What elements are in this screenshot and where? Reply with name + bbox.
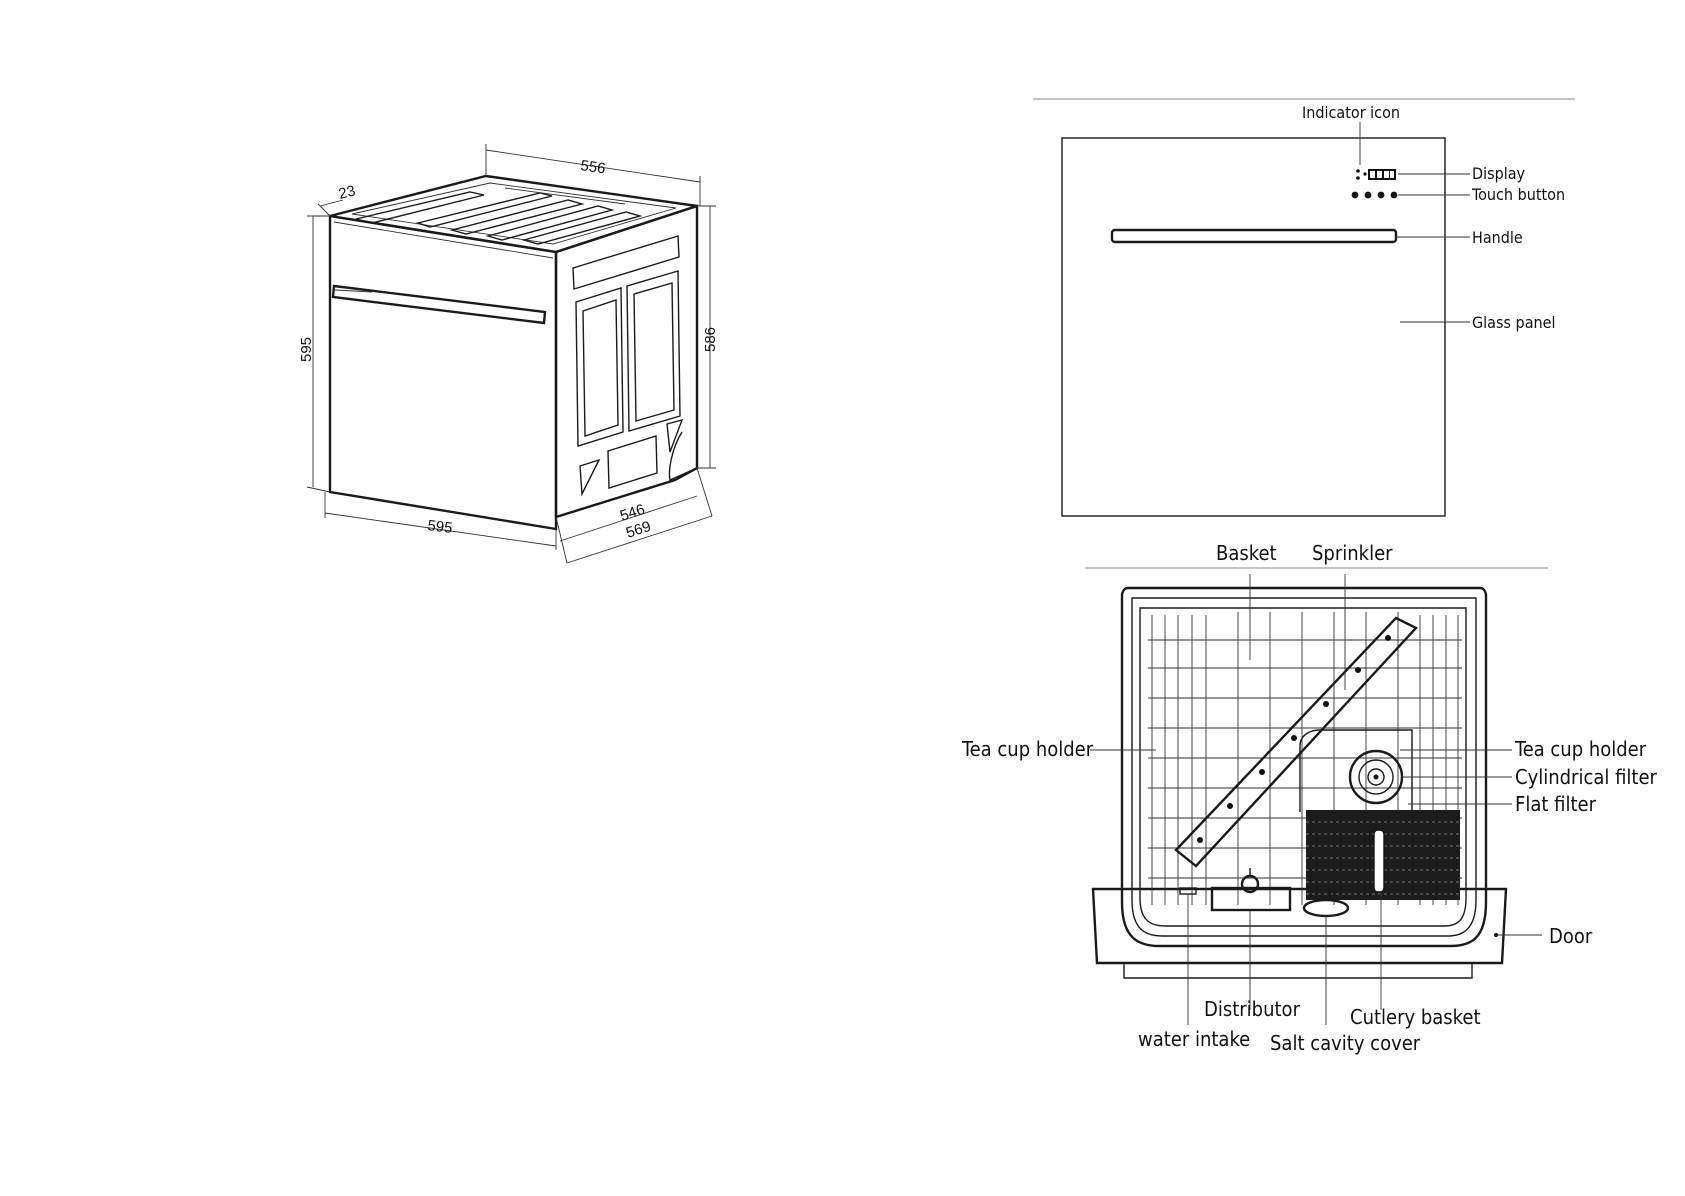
front-handle bbox=[1112, 230, 1396, 242]
dim-top-offset: 23 bbox=[337, 182, 357, 203]
display-icon bbox=[1368, 169, 1396, 180]
appliance-side-face bbox=[556, 206, 697, 517]
dim-left-height: 595 bbox=[298, 337, 315, 362]
indicator-icon bbox=[1356, 169, 1366, 180]
label-indicator-icon: Indicator icon bbox=[1302, 103, 1400, 122]
label-flat-filter: Flat filter bbox=[1515, 792, 1597, 816]
label-handle: Handle bbox=[1472, 228, 1523, 247]
dim-right-height: 586 bbox=[702, 327, 719, 352]
label-basket: Basket bbox=[1216, 541, 1277, 565]
label-water-intake: water intake bbox=[1138, 1027, 1250, 1051]
label-glass-panel: Glass panel bbox=[1472, 313, 1556, 332]
label-display: Display bbox=[1472, 164, 1526, 183]
label-tea-cup-holder-left: Tea cup holder bbox=[961, 737, 1094, 761]
touch-button-icons bbox=[1352, 192, 1398, 199]
label-cylindrical-filter: Cylindrical filter bbox=[1515, 765, 1658, 789]
label-door: Door bbox=[1549, 924, 1593, 948]
label-distributor: Distributor bbox=[1204, 997, 1301, 1021]
dim-top-width: 556 bbox=[579, 157, 606, 177]
label-salt-cavity-cover: Salt cavity cover bbox=[1270, 1031, 1421, 1055]
cutlery-basket bbox=[1306, 810, 1460, 900]
cylindrical-filter bbox=[1350, 751, 1402, 803]
dimension-drawing: 556 23 595 586 595 546 569 bbox=[298, 144, 719, 563]
front-panel-diagram bbox=[1033, 99, 1575, 516]
label-tea-cup-holder-right: Tea cup holder bbox=[1514, 737, 1647, 761]
distributor bbox=[1212, 868, 1290, 910]
interior-diagram bbox=[1085, 568, 1548, 1025]
appliance-front-face bbox=[330, 216, 556, 529]
label-touch-button: Touch button bbox=[1471, 185, 1565, 204]
glass-panel-outline bbox=[1062, 138, 1445, 516]
appliance-top-panel bbox=[330, 176, 697, 252]
label-sprinkler: Sprinkler bbox=[1312, 541, 1393, 565]
label-cutlery-basket: Cutlery basket bbox=[1350, 1005, 1481, 1029]
dim-front-width: 595 bbox=[427, 517, 454, 537]
